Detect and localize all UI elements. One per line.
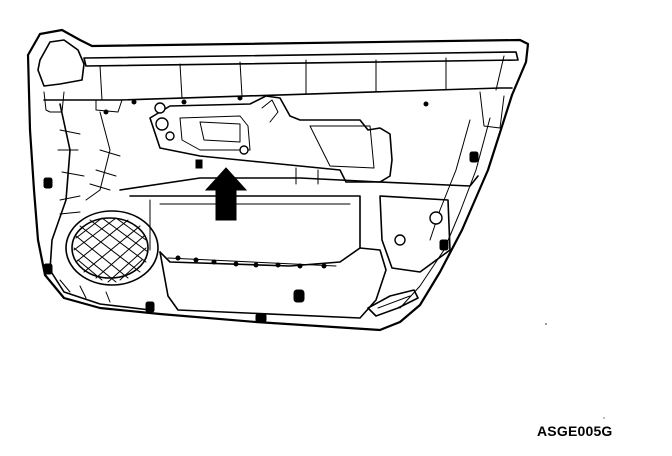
speaker-grille [65, 210, 159, 286]
figure-code-label: ASGE005G [537, 423, 613, 439]
regulator-frame [149, 95, 393, 185]
inner-frame [49, 103, 491, 319]
scan-specks [545, 323, 605, 419]
fastener-clips [43, 151, 479, 323]
direction-arrow-icon [204, 167, 248, 221]
panel-ribs [57, 129, 121, 303]
screws [103, 95, 443, 269]
